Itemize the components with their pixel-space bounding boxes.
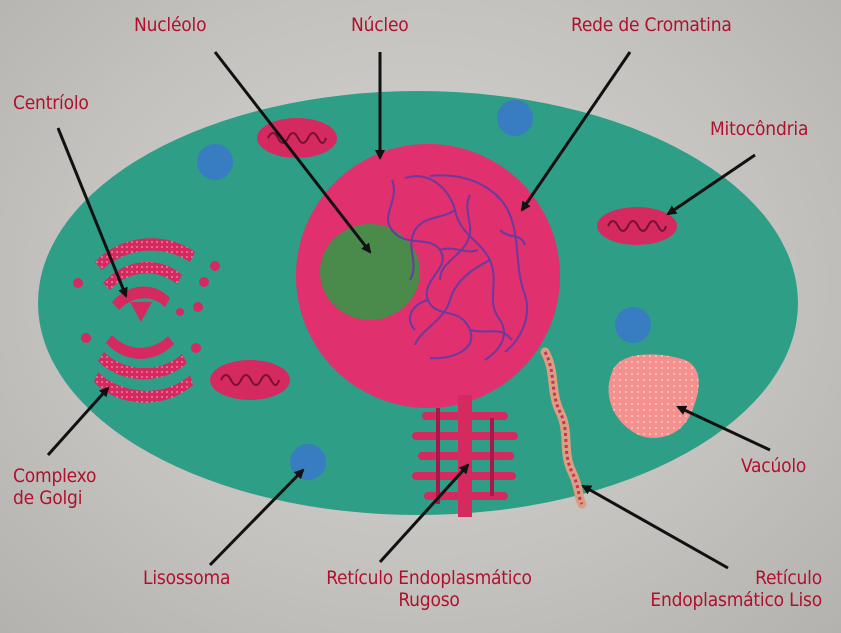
label-reticulo-rugoso-line2: Rugoso <box>298 589 560 611</box>
label-nucleo: Núcleo <box>351 14 409 36</box>
label-vacuolo: Vacúolo <box>741 455 806 477</box>
label-lisossoma: Lisossoma <box>143 567 230 589</box>
mitochondrion-right <box>597 207 677 245</box>
arrow-golgi <box>48 388 108 455</box>
label-complexo-golgi: Complexo de Golgi <box>13 465 96 509</box>
label-reticulo-liso-line2: Endoplasmático Liso <box>600 589 822 611</box>
arrow-reticulo-liso <box>583 486 728 568</box>
mitochondrion-bottom <box>210 360 290 400</box>
label-complexo-golgi-line2: de Golgi <box>13 487 96 509</box>
label-reticulo-liso-line1: Retículo <box>600 567 822 589</box>
label-nucleolo: Nucléolo <box>134 14 206 36</box>
label-mitocondria: Mitocôndria <box>710 118 808 140</box>
label-reticulo-rugoso-line1: Retículo Endoplasmático <box>298 567 560 589</box>
lysosome-right <box>615 307 651 343</box>
label-centriolo: Centríolo <box>13 92 89 114</box>
lysosome-top-left <box>197 144 233 180</box>
label-complexo-golgi-line1: Complexo <box>13 465 96 487</box>
label-reticulo-rugoso: Retículo Endoplasmático Rugoso <box>298 567 560 611</box>
lysosome-top <box>497 100 533 136</box>
label-rede-cromatina: Rede de Cromatina <box>571 14 732 36</box>
lysosome-bottom <box>290 444 326 480</box>
label-reticulo-liso: Retículo Endoplasmático Liso <box>600 567 822 611</box>
rough-er <box>412 395 518 517</box>
